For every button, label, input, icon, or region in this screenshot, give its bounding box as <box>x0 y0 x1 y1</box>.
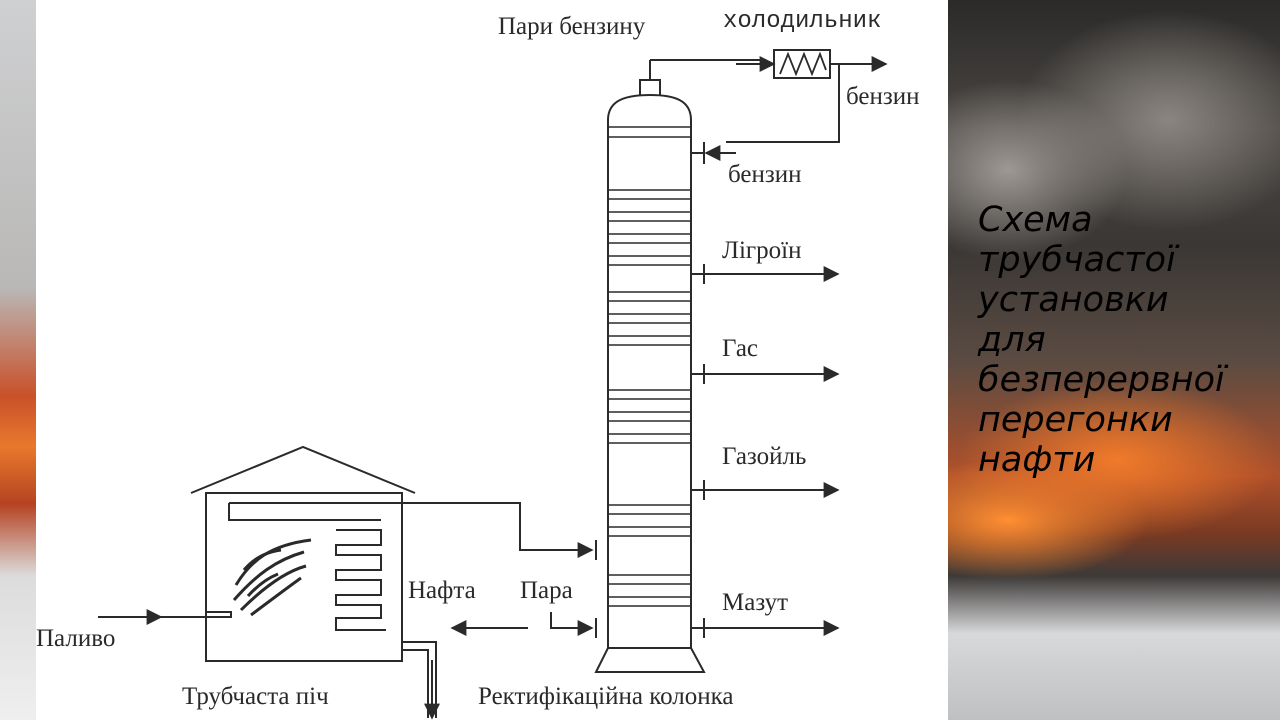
column-body <box>594 93 706 673</box>
title-line: перегонки <box>978 400 1173 440</box>
label-fuel: Паливо <box>36 625 116 652</box>
label-petrol-vapors: Пари бензину <box>498 13 646 40</box>
fractionating-column <box>594 60 706 673</box>
furnace-to-column-pipe <box>402 502 576 551</box>
flame-icon <box>232 538 312 617</box>
label-furnace: Трубчаста піч <box>182 683 329 710</box>
tube-furnace <box>98 445 440 720</box>
furnace-tube-top <box>228 502 402 521</box>
label-oil: Нафта <box>408 577 476 604</box>
label-fuel-oil: Мазут <box>722 589 789 616</box>
slide-title: Схема трубчастої установки для безперерв… <box>978 200 1268 480</box>
furnace-outlet-pipe <box>402 641 437 718</box>
title-line: для <box>978 320 1046 360</box>
reflux-pipe <box>726 64 840 143</box>
label-gasoil: Газойль <box>722 443 807 470</box>
furnace-coil <box>335 529 386 631</box>
furnace-roof <box>190 445 416 494</box>
distillation-diagram <box>98 49 888 720</box>
title-line: Схема <box>978 200 1093 240</box>
furnace-body <box>205 492 403 662</box>
label-petrol-out: бензин <box>846 83 920 110</box>
label-ligroin: Лігроїн <box>722 237 802 264</box>
diagram-panel: Пари бензину холодильник бензин бензин Л… <box>36 0 948 720</box>
column-top-nozzle <box>639 60 661 95</box>
label-column: Ректифікаційна колонка <box>478 683 734 710</box>
label-steam: Пара <box>520 577 573 604</box>
title-line: установки <box>978 280 1169 320</box>
fuel-inlet-pipe <box>161 611 232 618</box>
steam-pipe <box>550 612 576 629</box>
label-cooler: холодильник <box>723 8 882 35</box>
title-line: нафти <box>978 440 1096 480</box>
title-line: безперервної <box>978 360 1225 400</box>
label-kerosene: Гас <box>722 335 759 362</box>
background-left-photo <box>0 0 36 720</box>
background-fire-smoke-photo <box>948 0 1280 720</box>
title-line: трубчастої <box>978 240 1176 280</box>
column-trays <box>608 126 691 607</box>
label-petrol-return: бензин <box>728 161 802 188</box>
cooler-icon <box>773 49 831 79</box>
